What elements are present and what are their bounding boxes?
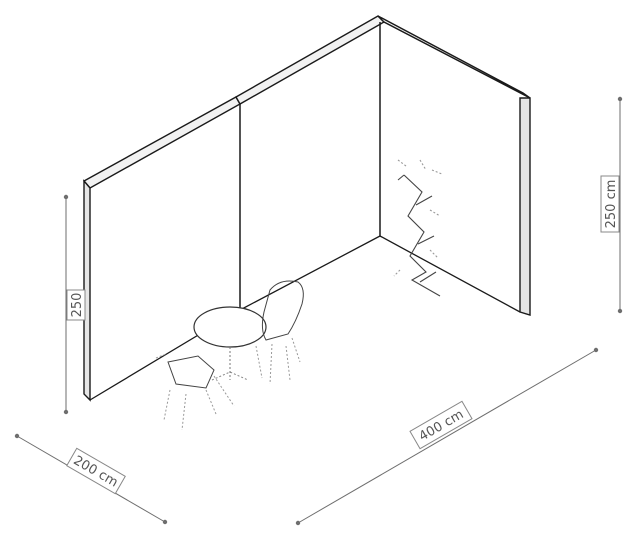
- magazine-rack: [393, 159, 443, 297]
- chair-back: [255, 280, 304, 385]
- height-dimension-left: 250: [63, 194, 86, 415]
- width-dimension: 400 cm: [295, 347, 599, 526]
- side-wall-right: [377, 15, 531, 316]
- height-label-right: 250 cm: [604, 180, 619, 229]
- chair-front: [155, 353, 235, 431]
- round-table: [193, 306, 267, 381]
- back-wall-left: [82, 96, 241, 402]
- height-label-left: 250: [70, 293, 85, 318]
- back-wall-right: [235, 15, 386, 311]
- height-dimension-right: 250 cm: [600, 96, 623, 314]
- depth-dimension: 200 cm: [14, 433, 168, 525]
